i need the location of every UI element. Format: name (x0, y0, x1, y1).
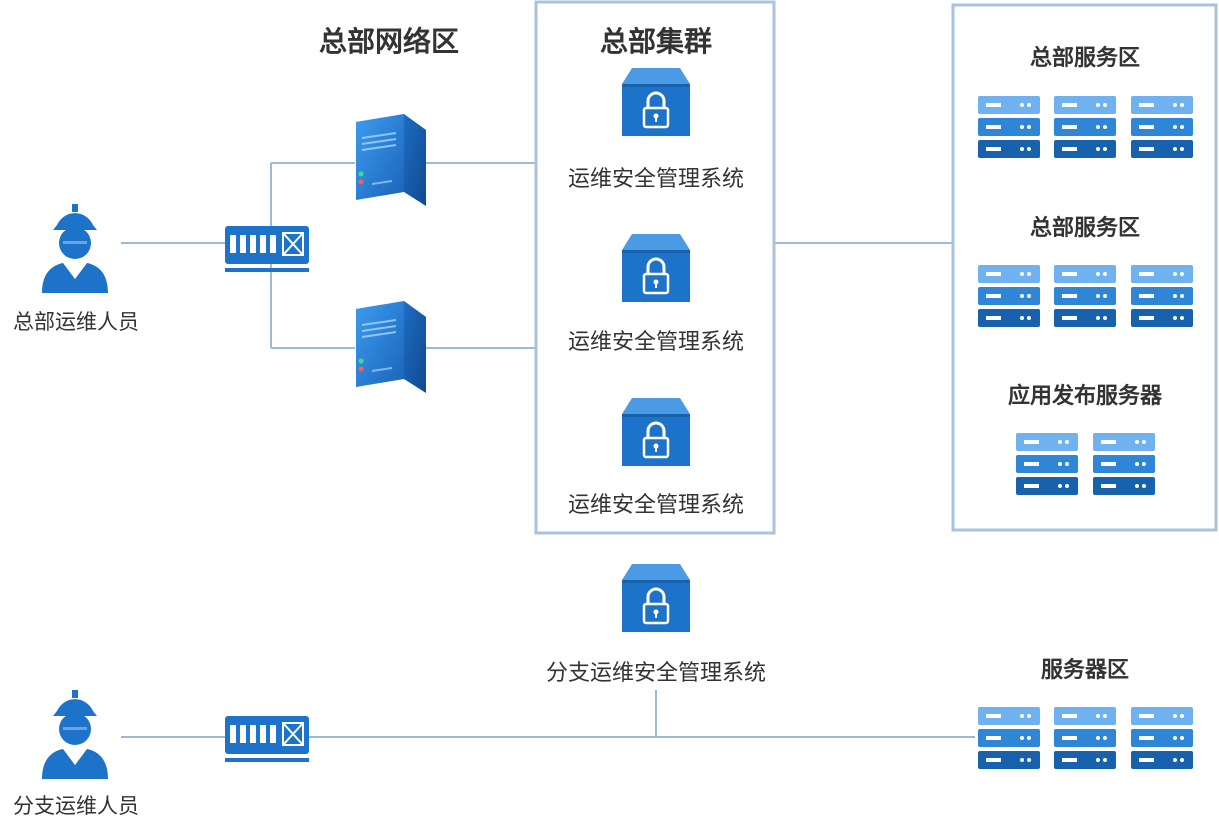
branch-system-label: 分支运维安全管理系统 (545, 661, 767, 686)
hq-cluster-title: 总部集群 (599, 25, 713, 58)
hq-cluster-box (534, 0, 776, 535)
rack-server-icon (1131, 265, 1193, 327)
cluster-node-label: 运维安全管理系统 (567, 493, 745, 518)
rack-server-icon (1054, 265, 1116, 327)
rack-server-icon (978, 96, 1040, 158)
rack-server-icon (1093, 433, 1155, 495)
rack-server-icon (978, 265, 1040, 327)
lock-appliance-icon (620, 396, 692, 468)
app-publish-server-label: 应用发布服务器 (1007, 384, 1163, 409)
cluster-node-label: 运维安全管理系统 (567, 330, 745, 355)
tower-server-icon (355, 300, 427, 394)
tower-server-icon (355, 113, 427, 207)
hq-firewall-icon (224, 225, 310, 273)
lock-appliance-icon (620, 232, 692, 304)
rack-server-icon (1054, 96, 1116, 158)
branch-ops-person-label: 分支运维人员 (13, 794, 139, 818)
rack-server-icon (978, 707, 1040, 769)
rack-server-icon (1131, 96, 1193, 158)
hq-service-box (951, 3, 1218, 532)
hq-service-group-label: 总部服务区 (1029, 46, 1141, 71)
hq-network-zone-label: 总部网络区 (318, 25, 460, 58)
hq-worker-icon (42, 204, 108, 293)
branch-firewall-icon (224, 715, 310, 763)
branch-worker-icon (42, 690, 108, 779)
branch-server-area-label: 服务器区 (1040, 658, 1130, 683)
lock-appliance-icon (620, 66, 692, 138)
rack-server-icon (1131, 707, 1193, 769)
branch-lock-appliance-icon (620, 562, 692, 634)
rack-server-icon (1016, 433, 1078, 495)
hq-service-group-label: 总部服务区 (1029, 216, 1141, 241)
rack-server-icon (1054, 707, 1116, 769)
cluster-node-label: 运维安全管理系统 (567, 167, 745, 192)
hq-ops-person-label: 总部运维人员 (13, 310, 139, 334)
